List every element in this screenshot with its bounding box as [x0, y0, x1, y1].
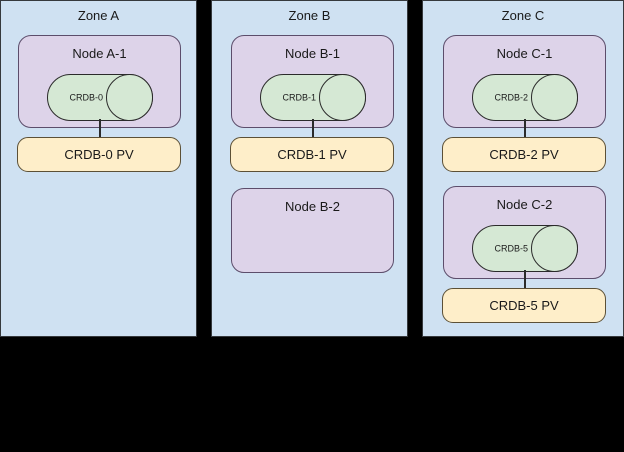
connector-crdb-5-to-pv: [524, 270, 526, 290]
zone-title-b: Zone B: [288, 8, 331, 23]
pv-label-crdb-0: CRDB-0 PV: [64, 146, 134, 162]
connector-crdb-1-to-pv: [312, 119, 314, 139]
zone-title-c: Zone C: [501, 8, 545, 23]
pv-box-crdb-5[interactable]: CRDB-5 PV: [442, 288, 606, 323]
pv-box-crdb-2[interactable]: CRDB-2 PV: [442, 137, 606, 172]
node-box-b-2[interactable]: Node B-2: [231, 188, 394, 273]
database-cylinder-crdb-1[interactable]: CRDB-1: [260, 74, 366, 121]
pv-box-crdb-1[interactable]: CRDB-1 PV: [230, 137, 394, 172]
database-cylinder-crdb-2[interactable]: CRDB-2: [472, 74, 578, 121]
zone-title-a: Zone A: [77, 8, 120, 23]
pv-label-crdb-5: CRDB-5 PV: [489, 297, 559, 313]
pv-label-crdb-2: CRDB-2 PV: [489, 146, 559, 162]
database-cylinder-crdb-0[interactable]: CRDB-0: [47, 74, 153, 121]
connector-crdb-2-to-pv: [524, 119, 526, 139]
node-title-c-2: Node C-2: [496, 197, 553, 212]
pv-label-crdb-1: CRDB-1 PV: [277, 146, 347, 162]
database-cylinder-crdb-5[interactable]: CRDB-5: [472, 225, 578, 272]
node-title-a-1: Node A-1: [72, 46, 127, 61]
node-title-c-1: Node C-1: [496, 46, 553, 61]
node-title-b-2: Node B-2: [285, 199, 340, 214]
node-title-b-1: Node B-1: [285, 46, 340, 61]
connector-crdb-0-to-pv: [99, 119, 101, 139]
pv-box-crdb-0[interactable]: CRDB-0 PV: [17, 137, 181, 172]
